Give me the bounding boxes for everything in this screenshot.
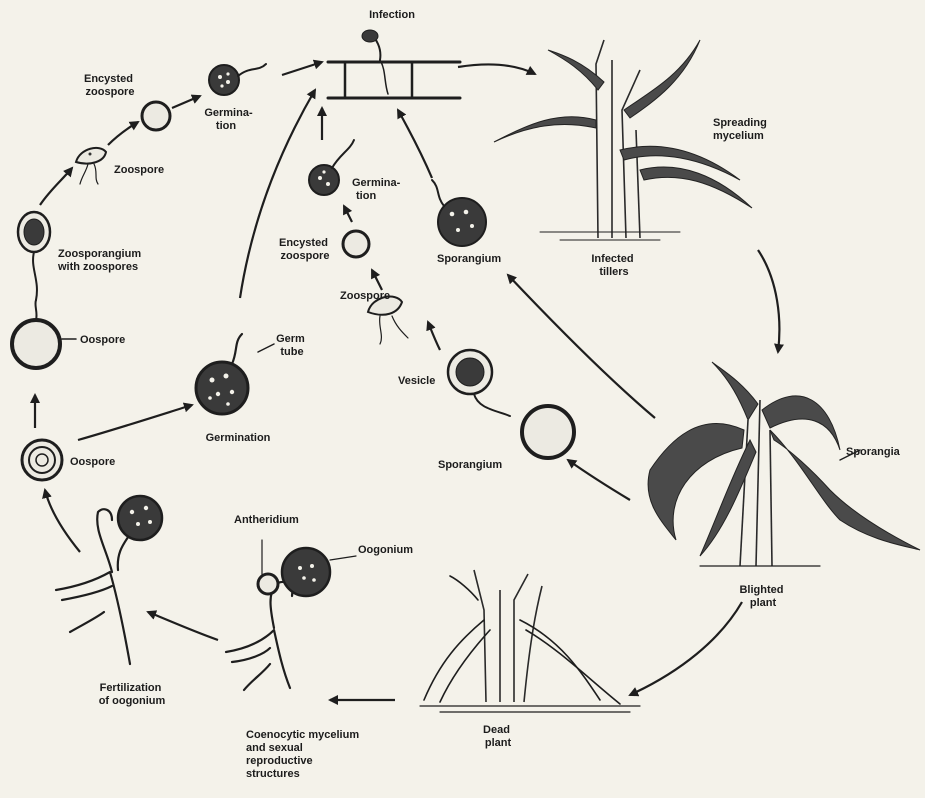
germinating-zoospore-center [309, 140, 354, 195]
encysted-zoospore-top [142, 102, 170, 130]
label-encysted-top: Encysted zoospore [84, 73, 136, 98]
label-sporangium-upper: Sporangium [437, 253, 501, 265]
arrow-encysted-to-germination [172, 96, 200, 108]
zoospore-center [368, 297, 408, 344]
arrow-fertilization-to-oospore [45, 490, 80, 552]
arrow-germination-to-infection-long [240, 90, 315, 298]
label-oogonium: Oogonium [358, 544, 413, 556]
label-antheridium: Antheridium [234, 514, 299, 526]
label-vesicle: Vesicle [398, 375, 435, 387]
arrow-zoospore-to-encysted [108, 122, 138, 145]
arrow-zoospore-to-encysted-center [372, 270, 382, 290]
arrow-oospore-to-germination [78, 405, 192, 440]
label-dead-plant: Dead plant [483, 724, 513, 749]
vesicle-sporangium-lower [448, 350, 574, 458]
blighted-plant [648, 362, 920, 566]
oospore-lower [22, 440, 62, 480]
arrow-encysted-to-germ-center [344, 206, 352, 222]
arrow-blighted-to-sporangium-lower [568, 460, 630, 500]
encysted-zoospore-center [343, 231, 369, 257]
infection-site [328, 30, 460, 98]
label-coenocytic: Coenocytic mycelium and sexual reproduct… [246, 729, 362, 780]
germinating-zoospore-top [209, 64, 266, 95]
label-infection: Infection [369, 9, 415, 21]
arrow-sporangium-to-infection [398, 110, 432, 178]
arrow-infection-to-tillers [458, 64, 535, 74]
arrow-zoosporangium-to-zoospore [40, 168, 72, 205]
oospore-upper [12, 300, 60, 368]
label-blighted-plant: Blighted plant [739, 584, 786, 609]
label-zoospore-center: Zoospore [340, 290, 390, 302]
label-zoosporangium: Zoosporangium with zoospores [57, 248, 144, 273]
arrow-vesicle-to-zoospore [428, 322, 440, 350]
label-oospore-upper: Oospore [80, 334, 125, 346]
dead-plant [420, 570, 640, 712]
label-zoospore-left: Zoospore [114, 164, 164, 176]
arrow-germination-to-infection [282, 62, 322, 75]
label-fertilization: Fertilization of oogonium [99, 682, 166, 707]
arrow-blighted-to-sporangium-upper [508, 275, 655, 418]
arrow-coenocytic-to-fertilization [148, 612, 218, 640]
label-germ-tube: Germ tube [276, 333, 308, 358]
label-spreading-mycelium: Spreading mycelium [713, 117, 770, 142]
coenocytic-mycelium [226, 540, 356, 690]
diagram-labels: Infection Encysted zoospore Germina- tio… [57, 9, 901, 780]
label-sporangia: Sporangia [846, 446, 901, 458]
sporangium-upper [432, 180, 486, 246]
label-encysted-center: Encysted zoospore [279, 237, 331, 262]
label-oospore-lower: Oospore [70, 456, 115, 468]
label-germination-center: Germina- tion [352, 177, 403, 202]
arrow-blighted-to-dead [630, 602, 742, 695]
zoospore-left [76, 148, 106, 184]
label-sporangium-lower: Sporangium [438, 459, 502, 471]
fertilization-structure [56, 496, 162, 664]
label-germination-mid: Germination [206, 432, 271, 444]
germinating-oospore [196, 334, 248, 414]
zoosporangium-with-zoospores [18, 212, 50, 300]
label-germination-top: Germina- tion [204, 107, 255, 132]
label-infected-tillers: Infected tillers [591, 253, 636, 278]
arrow-tillers-to-blighted [758, 250, 779, 352]
